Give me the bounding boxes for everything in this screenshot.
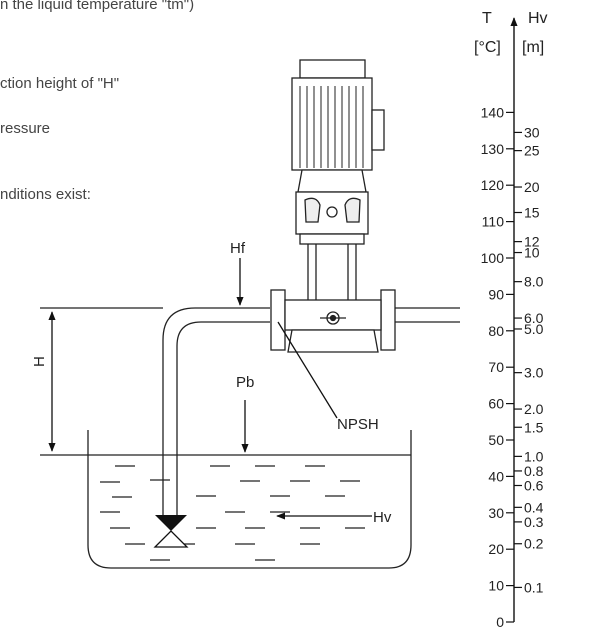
t-tick-label: 20: [488, 541, 504, 557]
hv-tick-label: 8.0: [524, 274, 544, 290]
hv-tick-label: 10: [524, 245, 540, 261]
t-tick-label: 10: [488, 578, 504, 594]
flanges: [270, 289, 396, 351]
hv-tick-label: 6.0: [524, 310, 544, 326]
t-tick-label: 0: [496, 614, 504, 630]
hv-label: Hv: [373, 509, 392, 526]
t-tick-label: 130: [481, 141, 505, 157]
hv-tick-label: 1.0: [524, 448, 544, 464]
hv-tick-label: 0.4: [524, 499, 544, 515]
hv-header: Hv: [528, 10, 548, 27]
intro-line-3: ressure: [0, 120, 51, 137]
hv-tick-label: 15: [524, 205, 540, 221]
hv-tick-label: 25: [524, 143, 540, 159]
t-tick-label: 100: [481, 250, 505, 266]
hv-tick-label: 20: [524, 179, 540, 195]
hv-tick-label: 0.1: [524, 579, 544, 595]
hv-tick-label: 0.8: [524, 463, 544, 479]
hv-tick-label: 0.3: [524, 514, 544, 530]
npsh-label: NPSH: [337, 416, 379, 433]
liquid-dashes: [100, 465, 365, 561]
foot-valve: [153, 515, 189, 548]
t-tick-label: 70: [488, 359, 504, 375]
t-header: T: [482, 10, 492, 27]
hv-tick-label: 5.0: [524, 321, 544, 337]
t-tick-label: 80: [488, 323, 504, 339]
t-tick-label: 120: [481, 177, 505, 193]
hf-label: Hf: [230, 240, 246, 257]
t-unit: [°C]: [474, 39, 501, 56]
pb-label: Pb: [236, 374, 254, 391]
hv-tick-label: 2.0: [524, 401, 544, 417]
t-tick-label: 50: [488, 432, 504, 448]
t-tick-label: 40: [488, 468, 504, 484]
hv-tick-label: 30: [524, 124, 540, 140]
hv-tick-label: 0.6: [524, 478, 544, 494]
h-label: H: [31, 356, 48, 367]
intro-line-1: n the liquid temperature "tm"): [0, 0, 195, 13]
t-tick-label: 90: [488, 286, 504, 302]
hv-unit: [m]: [522, 39, 544, 56]
t-tick-label: 140: [481, 104, 505, 120]
npsh-leader: [277, 321, 338, 419]
intro-line-2: ction height of "H": [0, 75, 120, 92]
pump: [284, 59, 385, 353]
hv-tick-label: 0.2: [524, 536, 544, 552]
intro-line-4: nditions exist:: [0, 186, 91, 203]
temperature-vapour-scale: T [°C] Hv [m] 14013012011010090807060504…: [474, 10, 548, 630]
t-tick-label: 30: [488, 505, 504, 521]
t-tick-label: 110: [482, 214, 505, 230]
hv-tick-label: 12: [524, 234, 540, 250]
hv-tick-label: 3.0: [524, 365, 544, 381]
suction-pipe: [40, 307, 460, 515]
tank: [87, 430, 412, 569]
t-tick-label: 60: [488, 396, 504, 412]
hv-tick-label: 1.5: [524, 419, 544, 435]
